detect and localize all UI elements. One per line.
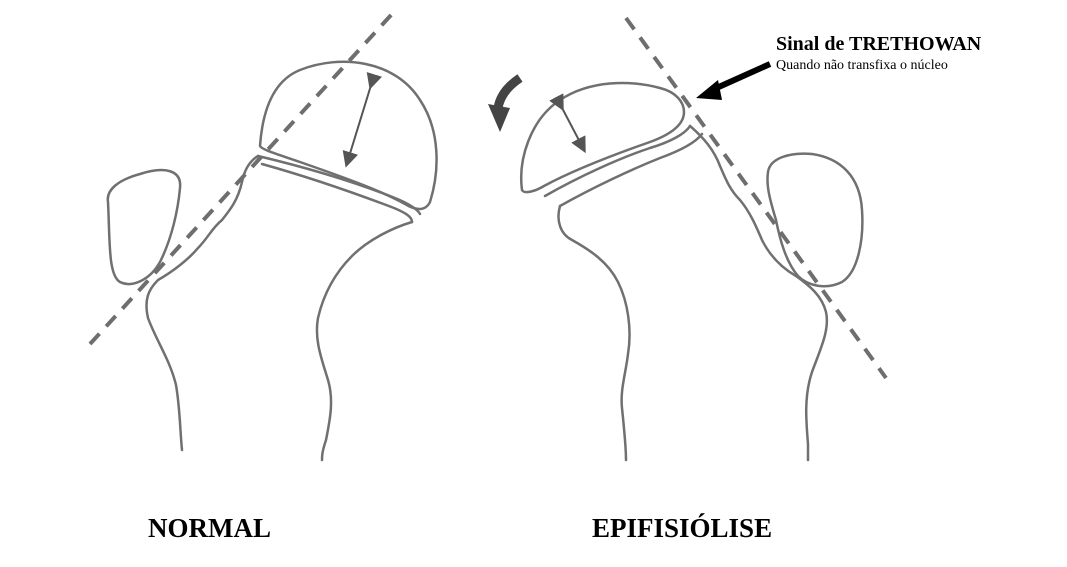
rotation-arrow-icon [498,78,520,108]
normal-physis-lower [262,164,412,222]
normal-physis-upper [258,156,420,214]
normal-medial-neck [146,156,258,450]
trethowan-pointer-arrowhead-icon [696,80,722,100]
epi-epiphysis [521,83,684,192]
trethowan-sign-title: Sinal de TRETHOWAN [776,33,981,56]
epifisiolise-caption: EPIFISIÓLISE [592,513,772,544]
normal-pubic-outline [108,170,180,284]
trethowan-sign-subtitle: Quando não transfixa o núcleo [776,58,948,74]
epi-lateral-shaft [559,206,630,460]
epi-physis-upper [545,126,690,196]
normal-caption: NORMAL [148,513,271,544]
normal-lateral-shaft [317,222,412,460]
normal-measure-arrow [348,82,372,160]
epi-medial-neck [690,126,827,460]
epi-measure-arrow [560,104,582,146]
normal-hip-drawing [108,62,437,460]
rotation-arrowhead-icon [488,104,510,132]
trethowan-pointer-line [712,64,770,90]
normal-epiphysis [260,62,437,209]
